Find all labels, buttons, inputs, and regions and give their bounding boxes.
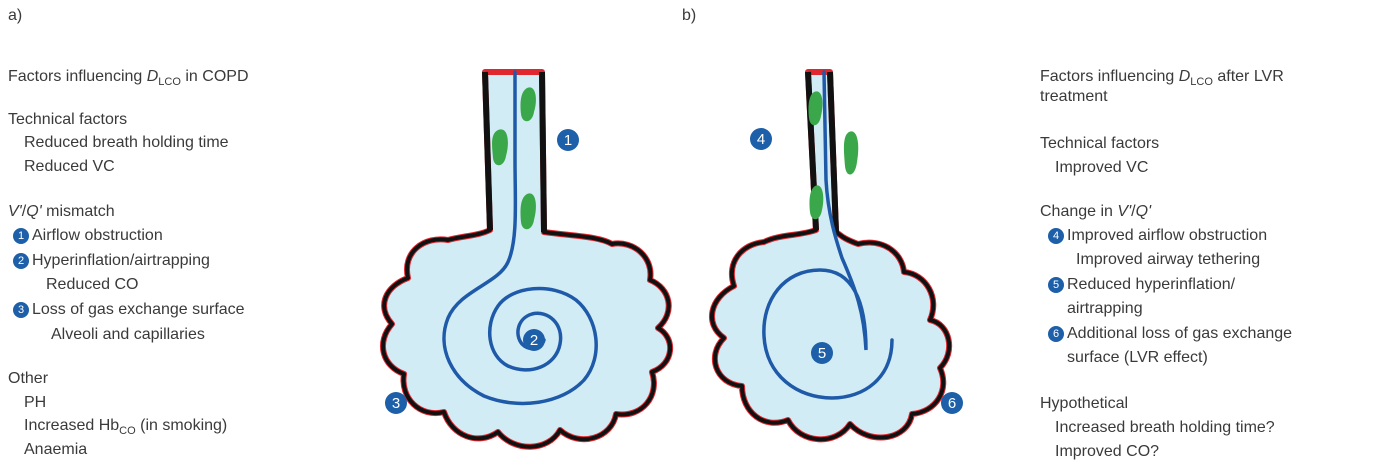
- badge-4-text: 4: [757, 131, 765, 148]
- badge-3: 3: [385, 392, 407, 414]
- right-mucus-patch-2: [844, 131, 858, 174]
- badge-1-text: 1: [564, 132, 572, 149]
- badge-3-text: 3: [392, 395, 400, 412]
- badge-4: 4: [750, 128, 772, 150]
- badge-5-text: 5: [818, 345, 826, 362]
- badge-6-text: 6: [948, 395, 956, 412]
- badge-2-text: 2: [530, 332, 538, 349]
- badge-1: 1: [557, 129, 579, 151]
- right-alveolus: [712, 72, 949, 439]
- left-airway-wall-right: [542, 72, 544, 232]
- badge-5: 5: [811, 342, 833, 364]
- badge-2: 2: [523, 329, 545, 351]
- left-alveolus: [383, 72, 670, 447]
- badge-6: 6: [941, 392, 963, 414]
- left-sac-damaged-outline: [383, 72, 670, 447]
